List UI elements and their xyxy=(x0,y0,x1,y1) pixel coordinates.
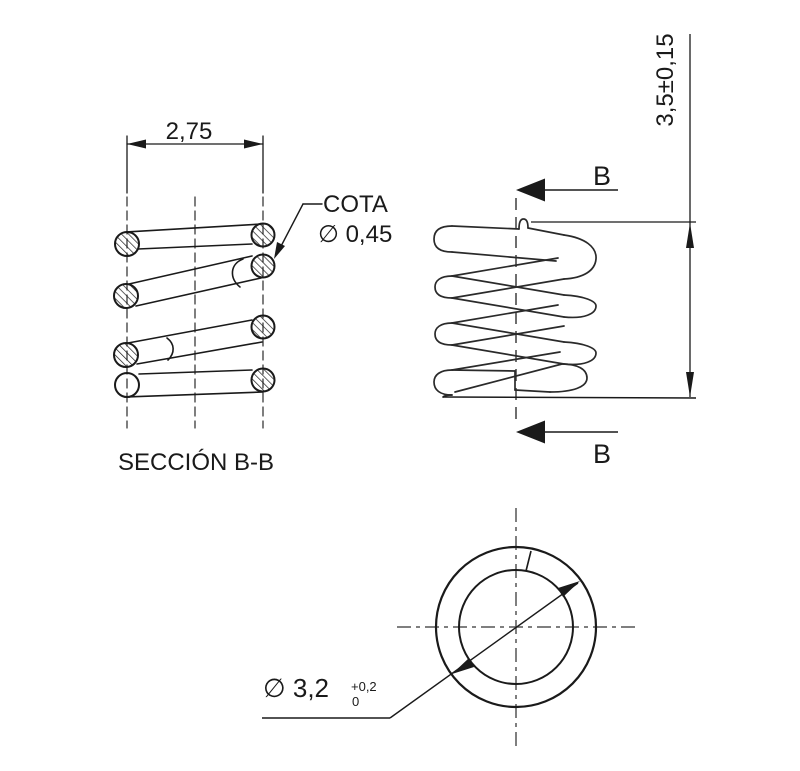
wire-section-circle xyxy=(114,231,140,257)
side-view: B B 3,5±0,15 xyxy=(433,33,697,469)
section-arrow-label-bottom: B xyxy=(593,439,611,469)
wire-section-circle xyxy=(113,342,139,368)
dimension-arrow-right xyxy=(244,139,263,149)
wire-cross-sections xyxy=(113,222,276,398)
section-arrow-label-top: B xyxy=(593,161,611,191)
dimension-arrow-up xyxy=(686,223,694,248)
section-cut-arrow-top: B xyxy=(516,161,618,202)
coil-wire-outlines xyxy=(124,223,264,398)
wire-section-circle xyxy=(250,314,276,340)
diameter-arrow-upper xyxy=(558,581,580,597)
wire-section-circle xyxy=(113,283,139,309)
section-view: 2,75 xyxy=(113,118,392,476)
spring-outline xyxy=(433,218,597,398)
diameter-dimension: ∅ 3,2 +0,2 0 xyxy=(262,581,580,719)
wire-section-circle-plain xyxy=(114,372,140,398)
wire-section-circle xyxy=(250,367,276,393)
wire-section-circle xyxy=(250,222,276,248)
outer-diameter-text: ∅ 3,2 xyxy=(263,673,329,703)
wire-end-mark xyxy=(525,550,532,572)
section-cut-arrow-bottom: B xyxy=(516,420,618,469)
cota-label: COTA xyxy=(323,191,388,218)
height-dimension: 3,5±0,15 xyxy=(442,33,697,399)
section-centerlines xyxy=(126,196,264,429)
width-dimension-text: 2,75 xyxy=(166,118,213,145)
cota-leader: COTA ∅ 0,45 xyxy=(274,191,392,259)
width-dimension: 2,75 xyxy=(126,118,264,194)
outer-circle xyxy=(434,545,598,709)
diameter-arrow-lower xyxy=(452,658,474,674)
cut-arrowhead-top xyxy=(516,178,545,202)
wire-section-circle xyxy=(250,253,276,279)
top-view: ∅ 3,2 +0,2 0 xyxy=(262,508,636,746)
tolerance-lower-text: 0 xyxy=(352,694,359,709)
section-label: SECCIÓN B-B xyxy=(118,449,274,476)
dimension-arrow-left xyxy=(127,139,146,149)
height-dimension-text: 3,5±0,15 xyxy=(652,33,679,126)
dimension-arrow-down xyxy=(686,372,694,397)
leader-arrowhead xyxy=(274,242,285,259)
tolerance-upper-text: +0,2 xyxy=(351,679,377,694)
inner-circle xyxy=(458,569,574,685)
wire-diameter-text: ∅ 0,45 xyxy=(318,221,392,248)
cut-arrowhead-bottom xyxy=(516,420,545,444)
